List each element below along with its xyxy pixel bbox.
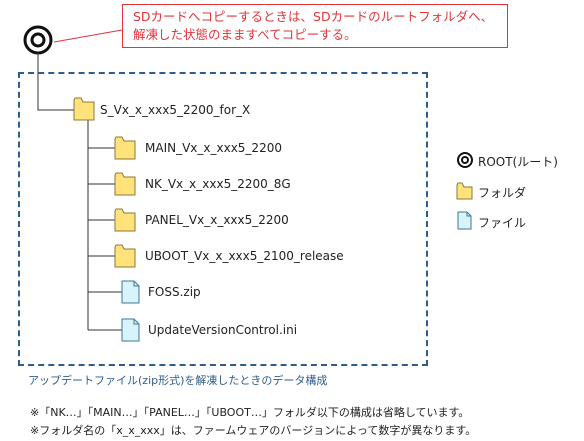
callout-line-2: 解凍した状態のまますべてコピーする。 xyxy=(133,27,357,42)
tree-item-label: NK_Vx_x_xxx5_2200_8G xyxy=(145,177,291,191)
legend-root-label: ROOT(ルート) xyxy=(478,155,558,169)
note-line-1: ※「NK…」「MAIN…」「PANEL…」「UBOOT…」フォルダ以下の構成は省… xyxy=(30,406,470,419)
diagram-caption: アップデートファイル(zip形式)を解凍したときのデータ構成 xyxy=(28,374,328,387)
callout-box: SDカードへコピーするときは、SDカードのルートフォルダへ、 解凍した状態のまま… xyxy=(122,4,508,48)
tree-item-label: FOSS.zip xyxy=(148,285,201,299)
callout-line-1: SDカードへコピーするときは、SDカードのルートフォルダへ、 xyxy=(133,9,494,24)
data-structure-frame xyxy=(18,72,428,366)
tree-item-label: UpdateVersionControl.ini xyxy=(148,323,298,337)
root-icon xyxy=(23,25,53,55)
note-line-2: ※フォルダ名の「x_x_xxx」は、ファームウェアのバージョンによって数字が異な… xyxy=(30,424,477,437)
folder-icon xyxy=(114,208,136,232)
folder-icon xyxy=(73,97,95,121)
callout-pointer xyxy=(53,29,123,43)
tree-item-label: PANEL_Vx_x_xxx5_2200 xyxy=(145,213,289,227)
root-folder-label: S_Vx_x_xxx5_2200_for_X xyxy=(100,103,251,117)
legend-root-icon xyxy=(457,152,473,168)
legend-file-label: ファイル xyxy=(478,216,527,230)
file-icon xyxy=(121,318,140,342)
folder-icon xyxy=(114,172,136,196)
file-icon xyxy=(121,280,140,304)
tree-item-label: UBOOT_Vx_x_xxx5_2100_release xyxy=(145,249,344,263)
legend-folder-label: フォルダ xyxy=(478,186,527,200)
legend-folder-icon xyxy=(456,182,473,200)
tree-item-label: MAIN_Vx_x_xxx5_2200 xyxy=(145,141,282,155)
folder-icon xyxy=(114,244,136,268)
legend-file-icon xyxy=(457,211,472,230)
folder-icon xyxy=(114,136,136,160)
